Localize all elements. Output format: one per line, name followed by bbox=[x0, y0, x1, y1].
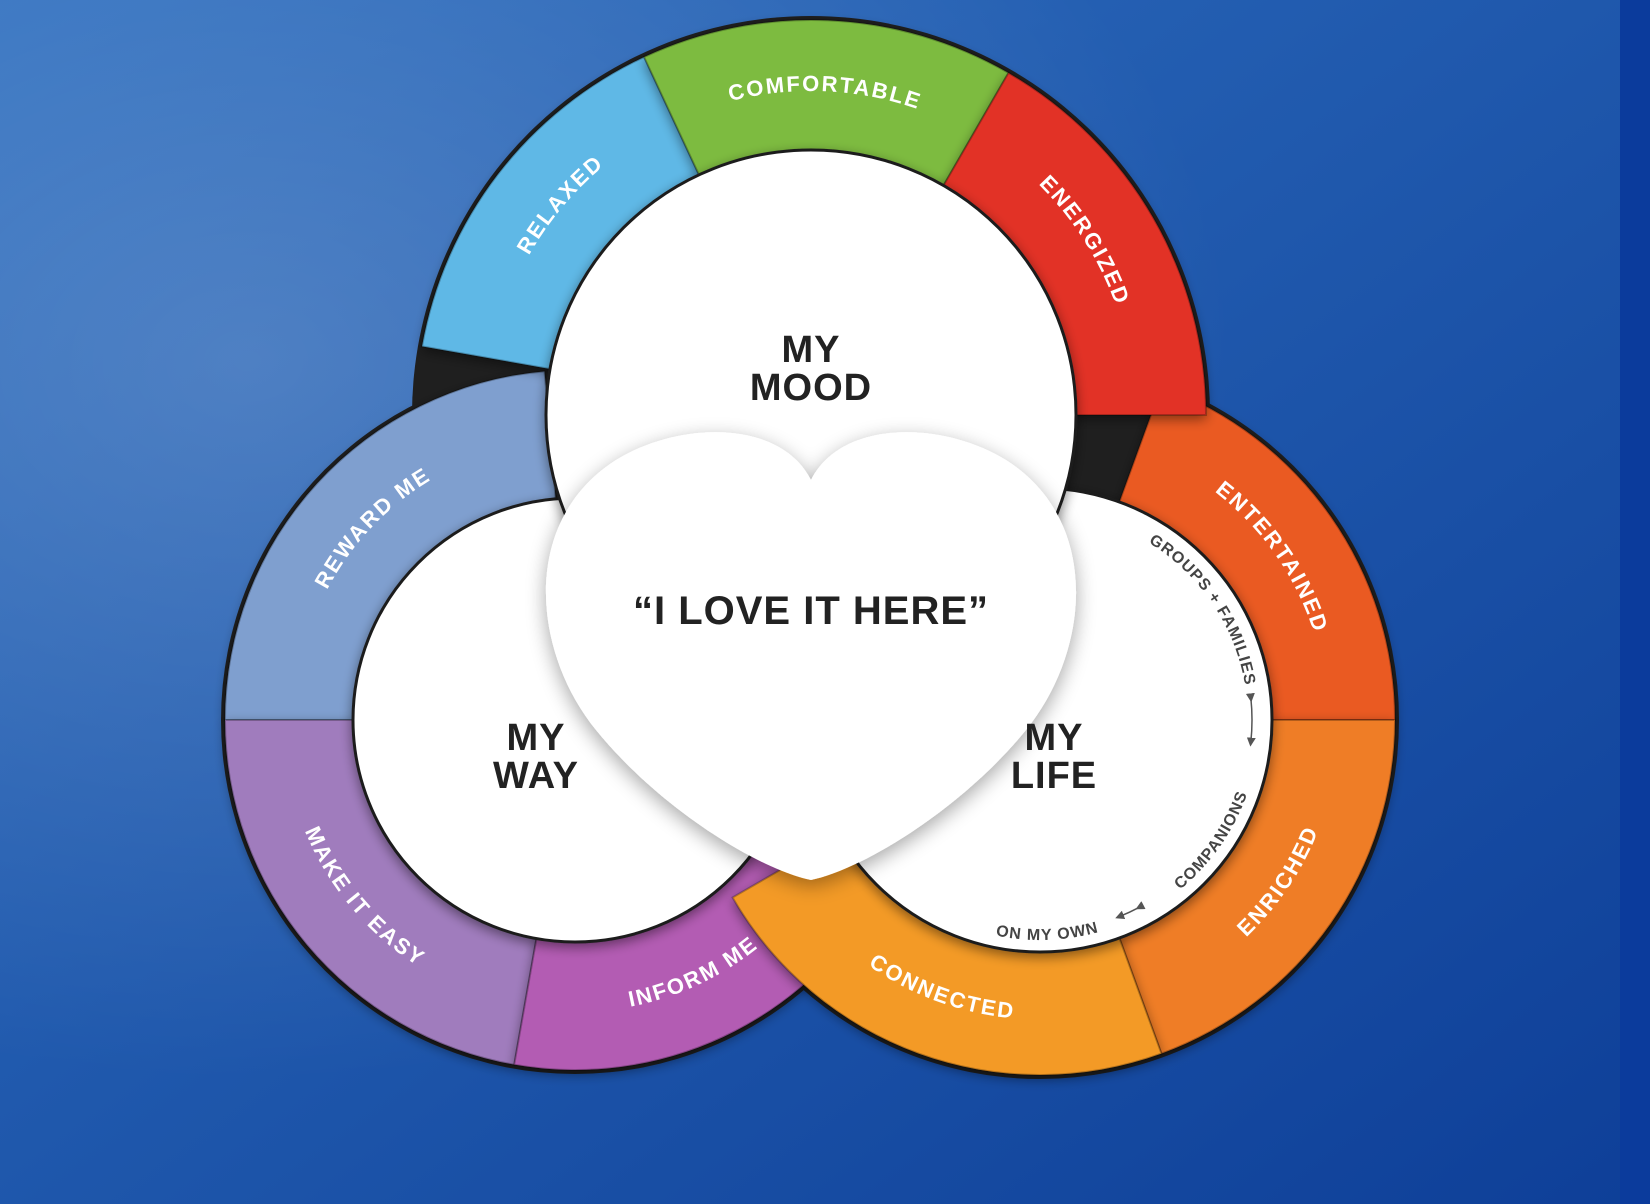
life-scale-arrow bbox=[1115, 901, 1146, 920]
life-scale-arrow bbox=[1245, 692, 1256, 747]
life-label-line1: MY bbox=[1025, 717, 1084, 759]
mood-label-line1: MY bbox=[782, 329, 841, 371]
way-label-line2: WAY bbox=[493, 755, 579, 797]
heart-shape bbox=[545, 432, 1077, 880]
heart bbox=[545, 432, 1077, 880]
circle-labels: MY MOOD MY WAY MY LIFE “I LOVE IT HERE” bbox=[493, 329, 1097, 797]
way-label-line1: MY bbox=[507, 717, 566, 759]
heart-text: “I LOVE IT HERE” bbox=[633, 589, 989, 633]
right-edge-strip bbox=[1620, 0, 1650, 1204]
life-label-line2: LIFE bbox=[1011, 755, 1097, 797]
mood-label-line2: MOOD bbox=[750, 367, 872, 409]
